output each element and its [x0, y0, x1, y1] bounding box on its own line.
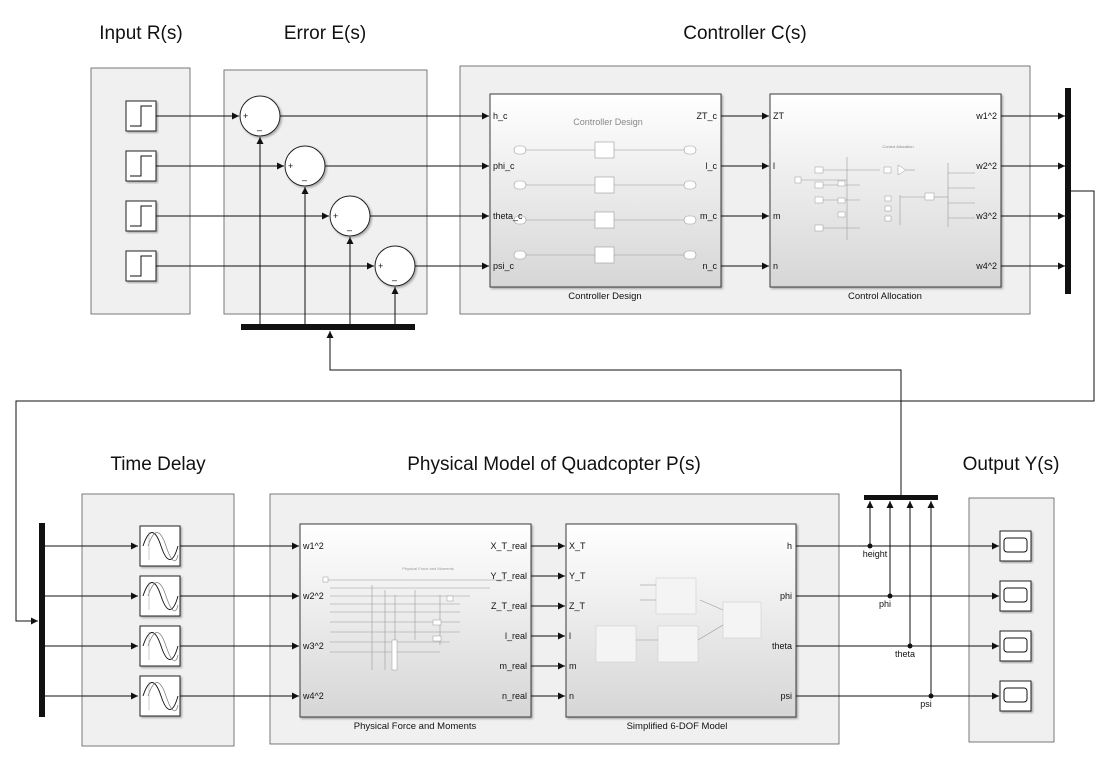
port-label: w2^2: [975, 161, 997, 171]
port-label: l_real: [505, 631, 527, 641]
step-block[interactable]: [125, 150, 157, 182]
port-label: psi_c: [493, 261, 515, 271]
scope-block[interactable]: [999, 530, 1032, 562]
controller-design-preview: [513, 141, 697, 264]
transport-delay-block[interactable]: [139, 575, 181, 617]
port-label: w4^2: [975, 261, 997, 271]
port-label: Y_T: [569, 571, 586, 581]
sum-block[interactable]: + –: [284, 145, 326, 187]
branch-point: [928, 693, 934, 699]
port-label: h: [787, 541, 792, 551]
scope-block[interactable]: [999, 630, 1032, 662]
six-dof-subsystem[interactable]: X_T Y_T Z_T l m n h phi theta psi Simpli…: [565, 523, 797, 732]
signal-label: height: [863, 549, 888, 559]
physical-force-moments-subsystem[interactable]: Physical Force and Moments w1^2 w2^2 w3^…: [299, 523, 532, 732]
signal-label: phi: [879, 599, 891, 609]
transport-delay-block[interactable]: [139, 625, 181, 667]
port-label: m_c: [700, 211, 718, 221]
control-allocation-inner-title: Control Allocation: [882, 144, 913, 149]
port-label: m_real: [499, 661, 527, 671]
port-label: w3^2: [302, 641, 324, 651]
port-label: theta: [772, 641, 792, 651]
port-label: Y_T_real: [490, 571, 527, 581]
control-allocation-subsystem[interactable]: Control Allocation: [769, 93, 1002, 302]
transport-delay-block[interactable]: [139, 675, 181, 717]
port-label: phi_c: [493, 161, 515, 171]
controller-mux-bar[interactable]: [1065, 88, 1071, 294]
port-label: X_T: [569, 541, 586, 551]
branch-point: [907, 643, 913, 649]
controller-design-inner-title: Controller Design: [573, 117, 643, 127]
step-block[interactable]: [125, 100, 157, 132]
sum-block[interactable]: + –: [329, 195, 371, 237]
branch-point: [887, 593, 893, 599]
error-area-label: Error E(s): [284, 23, 366, 44]
port-label: m: [569, 661, 577, 671]
sum-plus-sign: +: [288, 161, 293, 171]
port-label: l: [569, 631, 571, 641]
block-title: Physical Force and Moments: [354, 721, 477, 732]
port-label: l_c: [705, 161, 717, 171]
signal-label: psi: [920, 699, 932, 709]
port-label: ZT_c: [696, 111, 717, 121]
feedback-mux-bar[interactable]: [864, 495, 938, 500]
transport-delay-block[interactable]: [139, 525, 181, 567]
port-label: m: [773, 211, 781, 221]
port-label: Z_T_real: [491, 601, 527, 611]
sum-minus-sign: –: [392, 275, 397, 285]
sum-plus-sign: +: [243, 111, 248, 121]
scope-block[interactable]: [999, 580, 1032, 612]
output-area-label: Output Y(s): [963, 454, 1060, 475]
port-label: phi: [780, 591, 792, 601]
controller-design-subsystem[interactable]: Controller Design h_c phi_c theta_c psi_…: [489, 93, 722, 302]
port-label: l: [773, 161, 775, 171]
port-label: n_real: [502, 691, 527, 701]
port-label: w4^2: [302, 691, 324, 701]
port-label: h_c: [493, 111, 508, 121]
sum-plus-sign: +: [378, 261, 383, 271]
signal-label: theta: [895, 649, 915, 659]
six-dof-preview: [595, 577, 762, 663]
scope-block[interactable]: [999, 680, 1032, 712]
delay-area-label: Time Delay: [110, 454, 206, 475]
port-label: n: [569, 691, 574, 701]
block-title: Control Allocation: [848, 291, 922, 302]
port-label: w3^2: [975, 211, 997, 221]
sum-minus-sign: –: [302, 175, 307, 185]
control-allocation-preview: [794, 157, 975, 240]
force-moments-preview: [322, 576, 505, 671]
block-title: Simplified 6-DOF Model: [627, 721, 728, 732]
controller-area-label: Controller C(s): [683, 23, 807, 44]
port-label: n_c: [702, 261, 717, 271]
port-label: w1^2: [302, 541, 324, 551]
step-block[interactable]: [125, 200, 157, 232]
delay-demux-bar[interactable]: [39, 523, 45, 717]
branch-point: [867, 543, 873, 549]
port-label: Z_T: [569, 601, 586, 611]
port-label: w1^2: [975, 111, 997, 121]
block-title: Controller Design: [568, 291, 641, 302]
port-label: ZT: [773, 111, 784, 121]
sum-block[interactable]: + –: [239, 95, 281, 137]
sum-minus-sign: –: [347, 225, 352, 235]
port-label: psi: [780, 691, 792, 701]
port-label: X_T_real: [490, 541, 527, 551]
sum-minus-sign: –: [257, 125, 262, 135]
sum-plus-sign: +: [333, 211, 338, 221]
port-label: n: [773, 261, 778, 271]
port-label: theta_c: [493, 211, 523, 221]
sum-block[interactable]: + –: [374, 245, 416, 287]
force-moments-inner-title: Physical Force and Moments: [402, 566, 454, 571]
step-block[interactable]: [125, 250, 157, 282]
input-area-label: Input R(s): [99, 23, 182, 44]
plant-area-label: Physical Model of Quadcopter P(s): [407, 454, 701, 475]
feedback-demux-bar[interactable]: [241, 324, 415, 330]
port-label: w2^2: [302, 591, 324, 601]
